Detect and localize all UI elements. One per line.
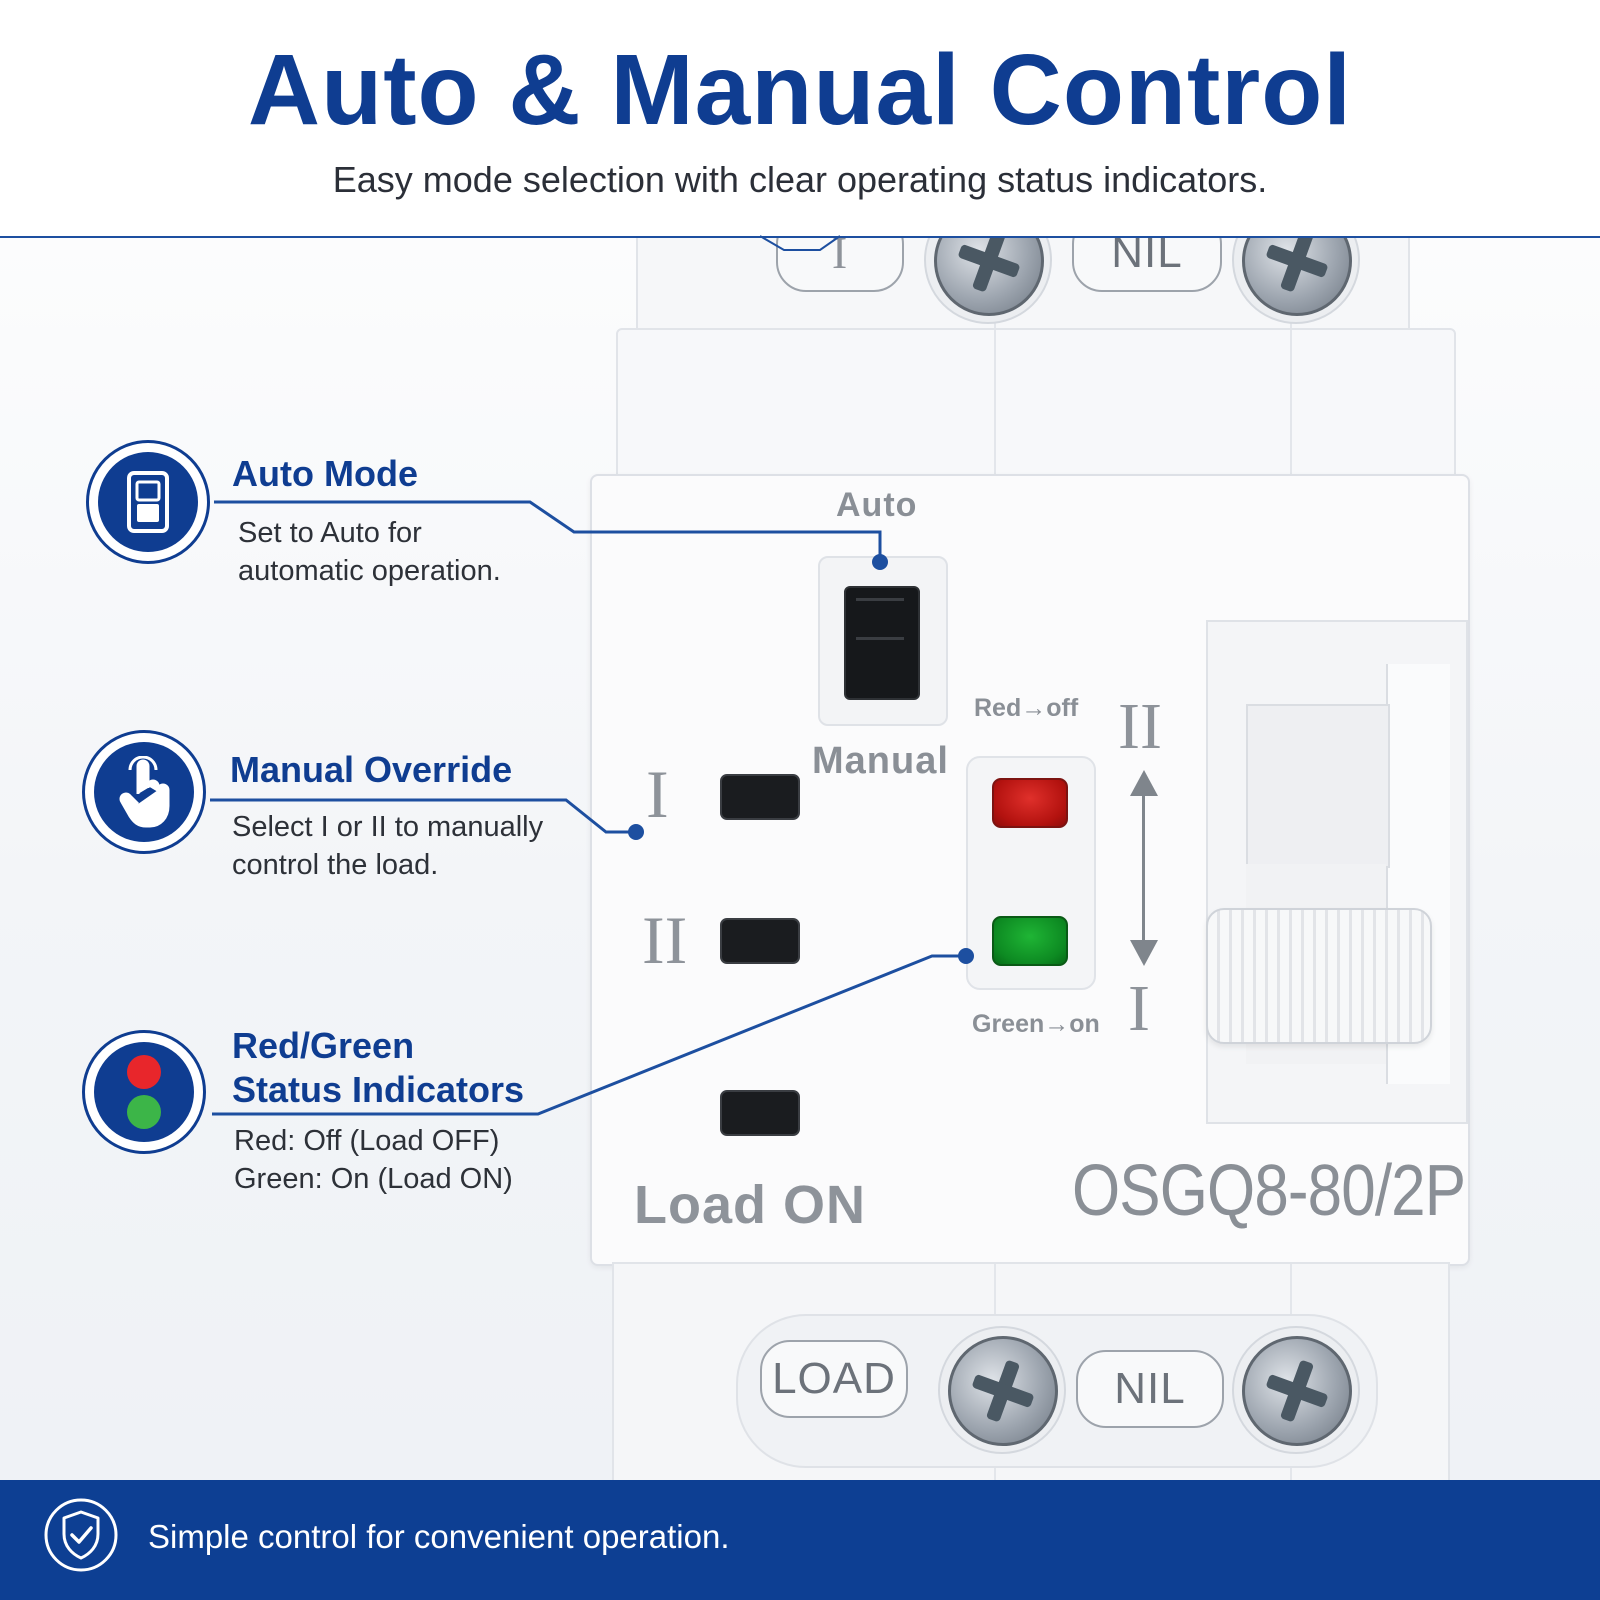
header-divider-notch bbox=[760, 235, 840, 251]
bottom-terminal-screw-housing bbox=[938, 1326, 1066, 1454]
footer-banner bbox=[0, 1480, 1600, 1600]
page-title: Auto & Manual Control bbox=[247, 34, 1353, 146]
switch-icon bbox=[127, 471, 169, 533]
double-arrow-shaft bbox=[1142, 790, 1145, 940]
button-i-label: I bbox=[646, 756, 669, 832]
hand-pointer-icon bbox=[119, 756, 170, 828]
manual-button-ii[interactable] bbox=[720, 918, 800, 964]
auto-label: Auto bbox=[836, 486, 918, 524]
red-off-label: Red→off bbox=[974, 694, 1079, 722]
auto-mode-badge bbox=[86, 440, 210, 564]
bottom-terminal-screw-housing bbox=[1232, 1326, 1360, 1454]
double-arrow-icon bbox=[1130, 770, 1158, 966]
mode-switch-slider[interactable] bbox=[844, 586, 920, 700]
manual-override-line-2: control the load. bbox=[232, 849, 439, 881]
manual-override-title: Manual Override bbox=[230, 749, 513, 790]
header: Auto & Manual Control Easy mode selectio… bbox=[0, 0, 1600, 238]
button-ii-label: II bbox=[642, 902, 688, 978]
handle-knob[interactable] bbox=[1206, 908, 1432, 1044]
handle-position-i-label: I bbox=[1128, 972, 1150, 1045]
green-on-label: Green→on bbox=[972, 1010, 1100, 1038]
manual-label: Manual bbox=[812, 740, 949, 782]
bottom-terminal-label-nil: NIL bbox=[1076, 1350, 1224, 1428]
status-indicators-title-line-1: Red/Green bbox=[232, 1025, 415, 1066]
red-status-led bbox=[992, 778, 1068, 828]
module-seam bbox=[994, 330, 996, 476]
page-subtitle: Easy mode selection with clear operating… bbox=[332, 159, 1268, 200]
status-indicators-line-1: Red: Off (Load OFF) bbox=[234, 1125, 500, 1157]
handle-position-ii-label: II bbox=[1118, 690, 1162, 763]
slider-grip-icon bbox=[856, 598, 904, 640]
header-divider bbox=[0, 236, 1600, 238]
manual-override-line-1: Select I or II to manually bbox=[232, 811, 544, 843]
module-seam bbox=[1290, 330, 1292, 476]
screw-icon bbox=[1242, 1336, 1352, 1446]
auto-mode-title: Auto Mode bbox=[232, 453, 418, 494]
handle-window bbox=[1246, 704, 1390, 868]
model-number: OSGQ8-80/2P bbox=[1072, 1151, 1466, 1231]
auto-mode-line-2: automatic operation. bbox=[238, 555, 501, 587]
green-status-led bbox=[992, 916, 1068, 966]
bottom-terminal-label-load: LOAD bbox=[760, 1340, 908, 1418]
status-indicators-badge bbox=[82, 1030, 206, 1154]
traffic-light-icon bbox=[127, 1055, 161, 1129]
manual-button-i[interactable] bbox=[720, 774, 800, 820]
screw-icon bbox=[948, 1336, 1058, 1446]
auto-mode-line-1: Set to Auto for bbox=[238, 517, 422, 549]
shield-check-icon bbox=[44, 1498, 118, 1572]
load-on-label: Load ON bbox=[634, 1175, 866, 1235]
manual-override-badge bbox=[82, 730, 206, 854]
status-indicators-title-line-2: Status Indicators bbox=[232, 1069, 525, 1110]
footer-text: Simple control for convenient operation. bbox=[148, 1518, 730, 1555]
status-indicators-line-2: Green: On (Load ON) bbox=[234, 1163, 513, 1195]
load-on-button[interactable] bbox=[720, 1090, 800, 1136]
